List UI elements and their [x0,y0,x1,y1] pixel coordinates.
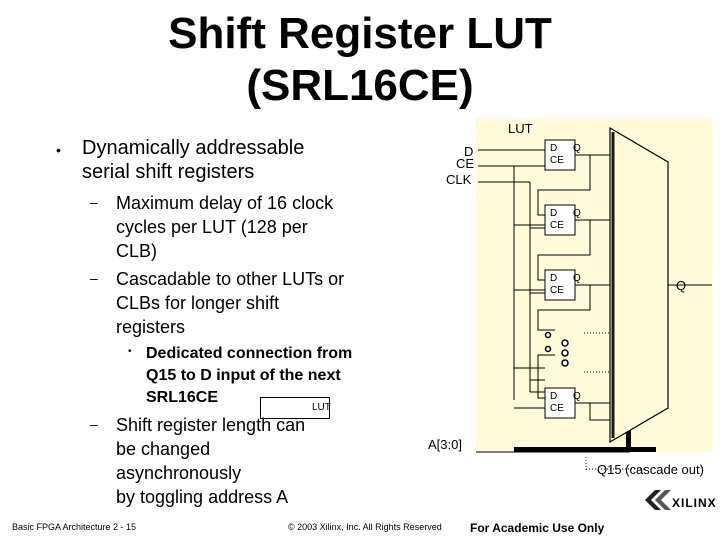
ff1-q: Q [573,143,581,154]
sub-marker: – [90,270,98,286]
footer-left: Basic FPGA Architecture 2 - 15 [12,522,137,532]
footer-right: For Academic Use Only [470,521,605,535]
subsub-marker: • [128,346,132,357]
bullet-marker: • [56,142,61,158]
sub-bullet-length-changed: Shift register length can be changed asy… [116,413,305,509]
ellipsis-circles [561,339,569,367]
input-wires [478,149,545,400]
sub-bullet-line: CLB) [116,241,158,261]
ff3-ce: CE [550,285,564,296]
slide-title-line1: Shift Register LUT [168,9,552,58]
subsub-bullet-line: SRL16CE [146,389,219,406]
ff4-d: D [550,391,558,402]
sub-bullet-max-delay: Maximum delay of 16 clock cycles per LUT… [116,191,333,263]
ff4-ce: CE [550,403,564,414]
ff2-d: D [550,208,558,219]
sub-marker: – [90,194,98,210]
ff1-d: D [550,143,558,154]
sub-bullet-line: Maximum delay of 16 clock [116,193,334,213]
ff3-q: Q [573,273,581,284]
sub-bullet-line: be changed [116,439,211,459]
subsub-bullet-line: Q15 to D input of the next [146,367,341,384]
sub-bullet-line: Cascadable to other LUTs or [116,269,345,289]
inline-lut-label: LUT [312,402,331,413]
address-label: A[3:0] [428,437,462,452]
ff2-ce: CE [550,220,564,231]
cascade-out-label: Q15 (cascade out) [597,462,704,477]
ff1-ce: CE [550,155,564,166]
dotted-connections [584,332,644,470]
input-clk-label: CLK [446,172,472,187]
xilinx-logo-icon [645,490,671,510]
subsub-bullet-line: Dedicated connection from [146,345,353,362]
ff4-q: Q [573,391,581,402]
mux-output-q-label: Q [676,278,687,293]
sub-bullet-line: cycles per LUT (128 per [116,217,308,237]
sub-bullet-line: registers [116,317,186,337]
inline-lut-box [260,397,330,419]
sub-bullet-line: CLBs for longer shift [116,293,280,313]
lut-label: LUT [508,121,533,136]
input-d-label: D [464,144,474,159]
ff3-d: D [550,273,558,284]
bullet-line: serial shift registers [82,161,255,183]
sub-bullet-line: Shift register length can [116,415,306,435]
sub-bullet-line: asynchronously [116,463,242,483]
slide-title-line2: (SRL16CE) [246,61,474,110]
sub-bullet-line: by toggling address A [116,487,289,507]
footer-center: © 2003 Xilinx, Inc. All Rights Reserved [288,522,442,532]
input-ce-label: CE [456,156,475,171]
ff2-q: Q [573,208,581,219]
subsub-bullet-dedicated-connection: Dedicated connection from Q15 to D input… [146,343,352,409]
sub-bullet-cascadable: Cascadable to other LUTs or CLBs for lon… [116,267,344,339]
sub-marker: – [90,416,98,432]
ellipsis-circles-left [544,331,552,353]
mux-shape [609,126,669,444]
chain-wires [514,154,610,421]
bullet-line: Dynamically addressable [82,137,305,159]
xilinx-logo-text: XILINX [672,496,717,510]
bullet-dynamically-addressable: Dynamically addressable serial shift reg… [82,136,304,184]
